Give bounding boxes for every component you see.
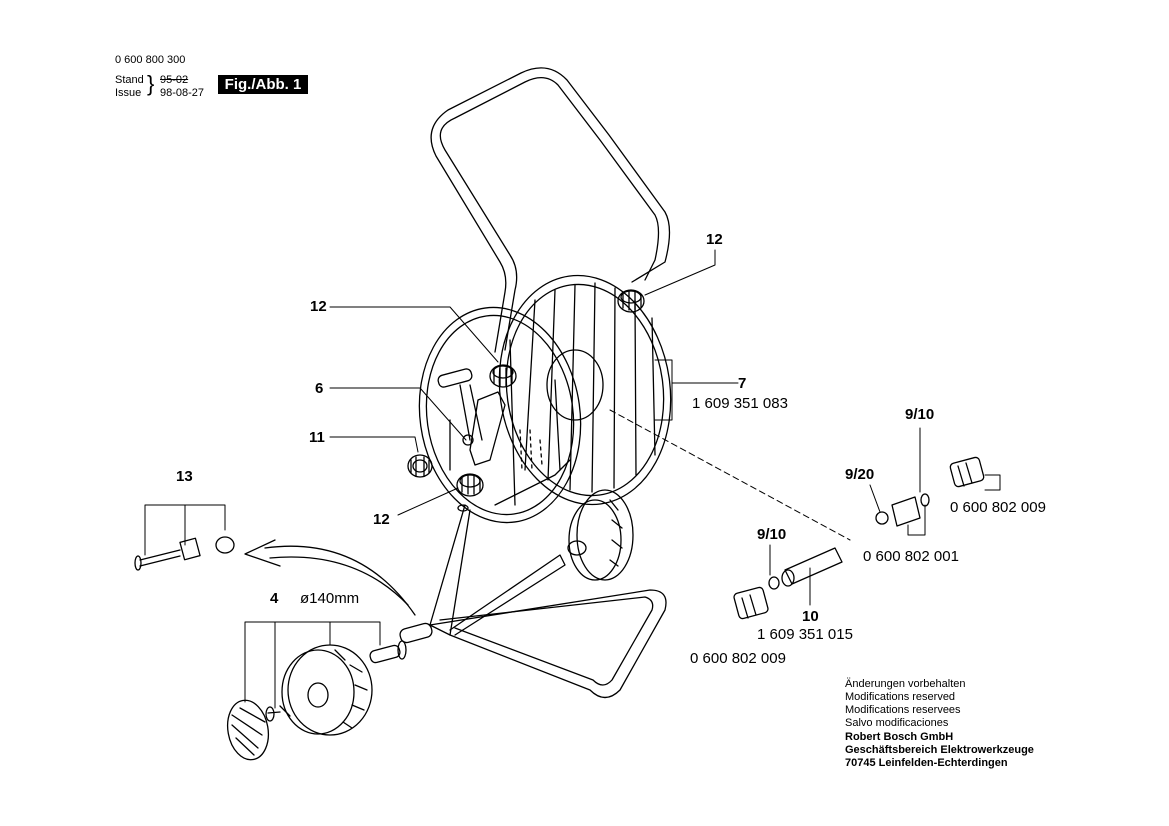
cap-nut-lower — [456, 473, 484, 497]
issue-value: 98-08-27 — [160, 87, 205, 99]
callout-6: 6 — [315, 380, 324, 397]
stand-label: Stand — [115, 74, 144, 86]
wheel-screw — [265, 705, 291, 722]
part-number-coupling-left: 0 600 802 009 — [690, 650, 786, 667]
callout-10: 10 — [802, 608, 819, 625]
cap-nut-11 — [407, 454, 433, 478]
part-number-adapter: 0 600 802 001 — [863, 548, 959, 565]
axle — [369, 622, 433, 664]
callout-12-right: 12 — [706, 231, 723, 248]
hub-cap — [226, 699, 270, 761]
reel-front-disc — [418, 306, 582, 524]
quick-coupling-left — [733, 586, 769, 620]
footer-line-de: Änderungen vorbehalten — [845, 678, 966, 690]
front-wheel — [281, 644, 373, 736]
callout-9-10-left: 9/10 — [757, 526, 787, 543]
footer-line-es: Salvo modificaciones — [845, 717, 949, 729]
handle-tube — [430, 67, 671, 353]
stand-value: 95-02 — [160, 74, 189, 86]
footer-division: Geschäftsbereich Elektrowerkzeuge — [845, 744, 1034, 756]
issue-label: Issue — [115, 87, 142, 99]
callout-12-lower: 12 — [373, 511, 390, 528]
part-number-7: 1 609 351 083 — [692, 395, 788, 412]
part-number-10: 1 609 351 015 — [757, 626, 853, 643]
frame — [429, 504, 667, 699]
quick-coupling-right — [949, 456, 985, 488]
footer-line-en: Modifications reserved — [845, 691, 956, 703]
footer-line-fr: Modifications reservees — [845, 704, 961, 716]
footer-address: 70745 Leinfelden-Echterdingen — [845, 757, 1008, 769]
adapter-9-20 — [875, 493, 930, 527]
bolt-13 — [134, 536, 235, 571]
part-number-coupling-right: 0 600 802 009 — [950, 499, 1046, 516]
callout-4: 4 — [270, 590, 279, 607]
cap-nut-right — [617, 289, 645, 313]
footer-company: Robert Bosch GmbH — [845, 731, 954, 743]
brace: } — [147, 71, 155, 96]
document-number: 0 600 800 300 — [115, 54, 186, 66]
reel-back-disc — [498, 274, 672, 506]
cap-nut-upper — [489, 364, 517, 388]
callout-13: 13 — [176, 468, 193, 485]
crank-handle — [437, 368, 506, 466]
callout-12-upper-left: 12 — [310, 298, 327, 315]
callout-7: 7 — [738, 375, 747, 392]
callout-9-20: 9/20 — [845, 466, 875, 483]
rear-wheel — [567, 489, 634, 581]
callout-11: 11 — [309, 429, 325, 446]
wheel-diameter-label: ø140mm — [300, 590, 360, 607]
callout-9-10-right: 9/10 — [905, 406, 935, 423]
leader-lines — [144, 249, 1001, 709]
assembly-arrow — [244, 539, 416, 616]
connector-10 — [768, 547, 843, 590]
figure-label: Fig./Abb. 1 — [218, 75, 308, 94]
